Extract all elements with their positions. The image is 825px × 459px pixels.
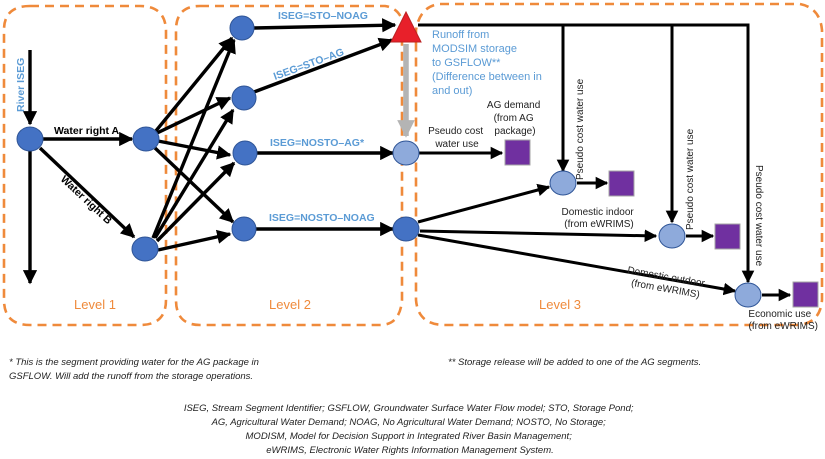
edge-junction-to-domestic-indoor-node [419, 229, 658, 243]
segment-label-sto-ag: ISEG=STO–AG [272, 46, 346, 83]
runoff-label: Runoff from MODSIM storage to GSFLOW** (… [432, 29, 545, 97]
edge-sto-ag-to-storage [253, 37, 394, 94]
demand-economic[interactable] [792, 281, 819, 308]
storage-outflow-line [418, 23, 750, 276]
level2-boundary [174, 4, 404, 327]
edge-junction-to-pseudo-node-1 [417, 183, 551, 224]
edge-junction-to-economic-node [417, 233, 737, 296]
node-domestic-indoor[interactable] [658, 223, 686, 249]
pseudo-cost-vertical-3: Pseudo cost water use [753, 165, 764, 267]
level1-label: Level 1 [74, 297, 116, 312]
node-pseudo-cost-1[interactable] [549, 170, 577, 196]
edge-b-to-nosto-noag [157, 229, 232, 252]
footnote-1: * This is the segment providing water fo… [9, 357, 262, 382]
node-river[interactable] [16, 126, 44, 152]
edge-b-to-nosto-ag [155, 161, 236, 243]
svg-text:Domestic outdoor (from e: Domestic outdoor (from eWRIMS) [624, 265, 708, 302]
edge-b-to-sto-ag [153, 108, 235, 239]
abbreviations: ISEG, Stream Segment Identifier; GSFLOW,… [184, 403, 636, 456]
node-nosto-noag[interactable] [231, 216, 257, 242]
demand-1[interactable] [608, 170, 635, 197]
demand-domestic-indoor[interactable] [714, 223, 741, 250]
level3-label: Level 3 [539, 297, 581, 312]
domestic-outdoor-label: Domestic outdoor (from eWRIMS) [624, 265, 708, 302]
pseudo-cost-vertical-2: Pseudo cost water use [685, 128, 696, 230]
edge-a-to-nosto-noag [153, 146, 235, 224]
river-iseg-label: River ISEG [15, 58, 27, 112]
edge-a-to-sto-ag [154, 96, 232, 136]
node-sto-noag[interactable] [229, 15, 255, 41]
node-junction[interactable] [392, 216, 420, 242]
edge-a-to-nosto-ag [157, 139, 232, 160]
level3-boundary [414, 2, 824, 327]
pseudo-cost-ag-label: Pseudo cost water use [428, 126, 486, 150]
node-water-right-a[interactable] [132, 126, 160, 152]
water-right-a-label: Water right A [54, 125, 120, 137]
pseudo-cost-vertical-1: Pseudo cost water use [575, 78, 586, 180]
node-nosto-ag[interactable] [232, 140, 258, 166]
node-ag[interactable] [392, 140, 420, 166]
domestic-indoor-label: Domestic indoor (from eWRIMS) [561, 207, 636, 230]
segment-label-nosto-noag: ISEG=NOSTO–NOAG [269, 212, 375, 224]
level1-boundary [2, 4, 168, 327]
economic-use-label: Economic use (from eWRIMS) [748, 309, 818, 332]
node-water-right-b[interactable] [131, 236, 159, 262]
storage-pond-icon[interactable] [390, 10, 422, 43]
water-right-b-label: Water right B [58, 173, 114, 227]
ag-demand-label: AG demand (from AG package) [487, 100, 543, 137]
edge-sto-noag-to-storage [253, 18, 397, 33]
node-economic[interactable] [734, 282, 762, 308]
node-sto-ag[interactable] [231, 85, 257, 111]
edge-b-to-sto-noag [151, 38, 236, 239]
edge-water-right-b [38, 146, 136, 239]
segment-label-sto-noag: ISEG=STO–NOAG [278, 10, 368, 22]
demand-ag[interactable] [504, 139, 531, 166]
footnote-2: ** Storage release will be added to one … [448, 357, 701, 368]
edge-a-to-sto-noag [153, 36, 234, 134]
level2-label: Level 2 [269, 297, 311, 312]
segment-label-nosto-ag: ISEG=NOSTO–AG* [270, 137, 365, 149]
